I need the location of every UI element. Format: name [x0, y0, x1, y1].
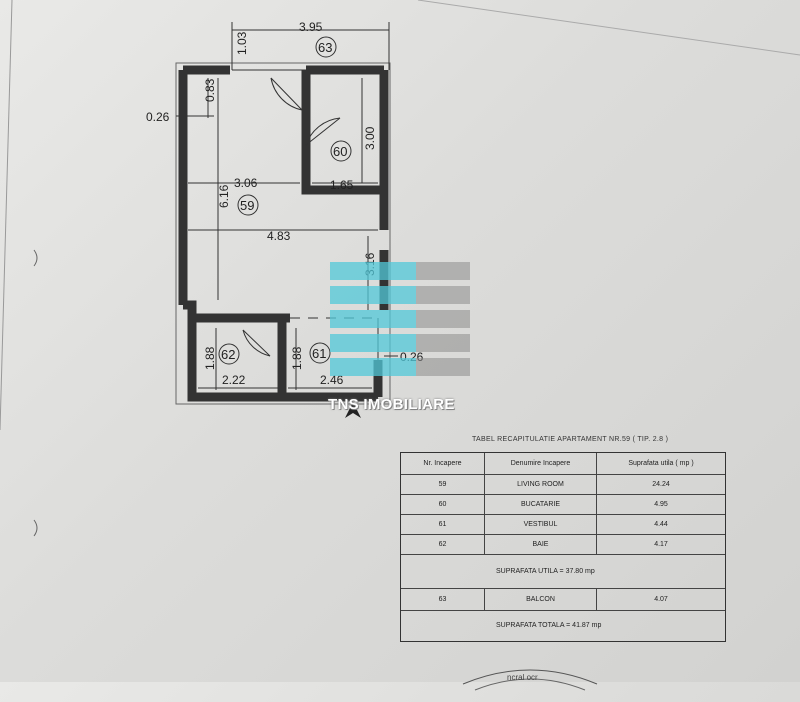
- watermark-bar: [330, 262, 416, 280]
- watermark-bar: [416, 262, 470, 280]
- entrance-arrow-icon: [345, 402, 361, 418]
- svg-text:59: 59: [240, 198, 254, 213]
- dim-living-upper-width: 3.06: [234, 176, 258, 190]
- watermark-bar: [330, 286, 416, 304]
- balcony-outline: [231, 22, 390, 71]
- dim-hall-lower-height: 1.88: [290, 346, 304, 370]
- svg-text:62: 62: [221, 347, 235, 362]
- dim-living-width: 4.83: [267, 229, 291, 243]
- table-row: 61 VESTIBUL 4.44: [401, 515, 725, 535]
- summary-table: Nr. Incapere Denumire Incapere Suprafata…: [400, 452, 726, 642]
- agency-watermark: TNS IMOBILIARE: [328, 262, 470, 413]
- grand-total: SUPRAFATA TOTALA = 41.87 mp: [496, 622, 602, 629]
- table-row: 62 BAIE 4.17: [401, 535, 725, 555]
- dimension-lines: [176, 78, 398, 390]
- table-row: 59 LIVING ROOM 24.24: [401, 475, 725, 495]
- svg-text:61: 61: [312, 346, 326, 361]
- watermark-bar: [416, 310, 470, 328]
- room-number-bath: 62: [218, 343, 240, 365]
- room-number-hall: 61: [309, 342, 331, 364]
- watermark-bar: [416, 286, 470, 304]
- watermark-text: TNS IMOBILIARE: [328, 396, 455, 413]
- table-title: TABEL RECAPITULATIE APARTAMENT NR.59 ( T…: [472, 436, 669, 443]
- svg-text:63: 63: [318, 40, 332, 55]
- dim-kitchen-width: 1.65: [330, 178, 354, 192]
- svg-text:60: 60: [333, 144, 347, 159]
- table-row: 60 BUCATARIE 4.95: [401, 495, 725, 515]
- outer-walls: [175, 62, 391, 405]
- dim-wall-thickness-left: 0.26: [146, 110, 170, 124]
- dim-kitchen-height: 3.00: [363, 126, 377, 150]
- header-nr: Nr. Incapere: [423, 459, 462, 467]
- header-name: Denumire Incapere: [484, 453, 596, 474]
- room-number-living: 59: [237, 194, 259, 216]
- watermark-bar: [416, 358, 470, 376]
- official-stamp: ncral ocr: [462, 669, 598, 691]
- useful-area-total: SUPRAFATA UTILA = 37.80 mp: [496, 567, 595, 575]
- room-number-kitchen: 60: [330, 140, 352, 162]
- watermark-bar: [330, 358, 416, 376]
- svg-text:ncral ocr: ncral ocr: [507, 673, 538, 682]
- watermark-bar: [330, 310, 416, 328]
- watermark-bar: [416, 334, 470, 352]
- dim-living-height: 6.16: [217, 184, 231, 208]
- dim-balcony-depth: 1.03: [235, 31, 249, 55]
- grand-total-row: SUPRAFATA TOTALA = 41.87 mp: [401, 611, 725, 641]
- table-header-row: Nr. Incapere Denumire Incapere Suprafata…: [401, 453, 725, 475]
- balcony-row: 63 BALCON 4.07: [401, 589, 725, 611]
- dim-bath-height: 1.88: [203, 346, 217, 370]
- dim-bath-width: 2.22: [222, 373, 246, 387]
- useful-area-total-row: SUPRAFATA UTILA = 37.80 mp: [401, 555, 725, 589]
- dim-hall-width: 2.46: [320, 373, 344, 387]
- room-number-balcony: 63: [315, 36, 337, 58]
- floor-plan: 3.95 1.03 0.83 0.26 3.00 1.65 3.06 6.16 …: [146, 20, 424, 418]
- watermark-bar: [330, 334, 416, 352]
- header-area: Suprafata utila ( mp ): [596, 453, 725, 474]
- paper-edge-lines: [0, 0, 800, 537]
- dim-wall-small: 0.83: [203, 78, 217, 102]
- dim-overall-width: 3.95: [299, 20, 323, 34]
